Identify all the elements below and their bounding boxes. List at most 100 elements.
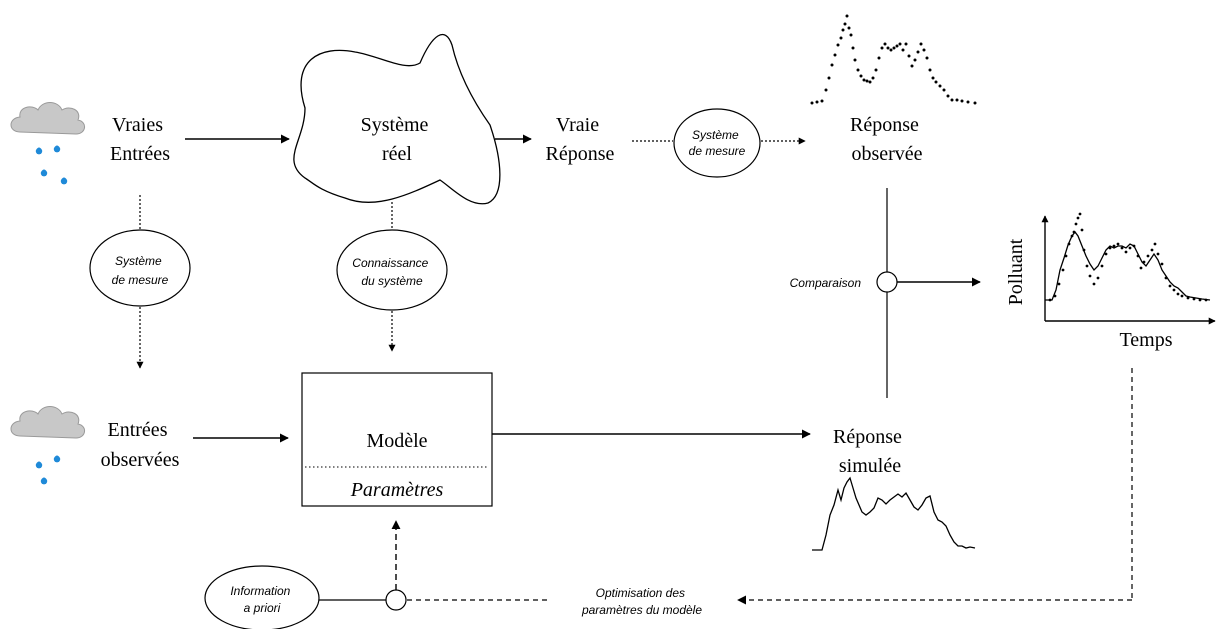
- chart-observed-dot: [1076, 216, 1080, 220]
- system-knowledge-ellipse: Connaissance du système: [336, 229, 448, 311]
- parameters-label: Paramètres: [350, 479, 444, 501]
- observed-curve-dot: [934, 80, 938, 84]
- observed-response-curve: [810, 14, 977, 105]
- observed-curve-dot: [862, 78, 866, 82]
- real-system-label: Système réel: [361, 114, 434, 165]
- chart-observed-dot: [1198, 298, 1202, 302]
- chart-observed-dot: [1146, 254, 1150, 258]
- observed-curve-dot: [824, 88, 828, 92]
- rain-cloud-icon-top: [10, 102, 85, 185]
- chart-observed-dot: [1070, 234, 1074, 238]
- observed-curve-dot: [889, 48, 893, 52]
- prior-information-ellipse: Information a priori: [204, 565, 320, 629]
- observed-curve-dot: [847, 26, 851, 30]
- observed-curve-dot: [942, 88, 946, 92]
- observed-curve-dot: [898, 42, 902, 46]
- chart-observed-dot: [1153, 242, 1157, 246]
- chart-observed-dot: [1112, 244, 1116, 248]
- observed-response-label: Réponse observée: [850, 114, 924, 165]
- measure-system-ellipse-top: Système de mesure: [673, 108, 761, 178]
- chart-observed-dot: [1080, 228, 1084, 232]
- chart-observed-dot: [1128, 246, 1132, 250]
- svg-text:Système de mesure: Système de mesure: [112, 254, 169, 287]
- model-box: Modèle Paramètres: [301, 372, 493, 507]
- observed-inputs-label: Entrées observées: [101, 419, 180, 471]
- observed-curve-dot: [892, 46, 896, 50]
- rain-cloud-icon-bottom: [10, 406, 85, 485]
- comparison-chart: Polluant Temps: [1005, 212, 1216, 351]
- observed-curve-dot: [904, 42, 908, 46]
- observed-curve-dot: [810, 101, 814, 105]
- observed-curve-dot: [836, 43, 840, 47]
- observed-curve-dot: [820, 99, 824, 103]
- chart-y-label: Polluant: [1005, 238, 1027, 305]
- observed-curve-dot: [886, 46, 890, 50]
- observed-curve-dot: [913, 58, 917, 62]
- chart-observed-dot: [1082, 248, 1086, 252]
- optimisation-label: Optimisation des paramètres du modèle: [581, 586, 702, 617]
- observed-curve-dot: [880, 46, 884, 50]
- chart-observed-dot: [1064, 254, 1068, 258]
- observed-curve-dot: [859, 74, 863, 78]
- chart-observed-dot: [1136, 254, 1140, 258]
- observed-curve-dot: [883, 42, 887, 46]
- simulated-series-line: [1045, 230, 1211, 301]
- svg-text:Connaissance du système: Connaissance du système: [352, 256, 431, 288]
- observed-curve-dot: [853, 58, 857, 62]
- chart-observed-dot: [1186, 296, 1190, 300]
- comparison-node: [876, 271, 898, 293]
- chart-observed-dot: [1139, 266, 1143, 270]
- chart-observed-dot: [1176, 292, 1180, 296]
- chart-observed-dot: [1057, 282, 1061, 286]
- observed-curve-dot: [931, 76, 935, 80]
- observed-curve-dot: [856, 68, 860, 72]
- observed-curve-dot: [907, 54, 911, 58]
- chart-observed-dot: [1085, 264, 1089, 268]
- observed-curve-dot: [851, 46, 855, 50]
- observed-curve-dot: [827, 76, 831, 80]
- simulated-response-label: Réponse simulée: [833, 426, 907, 477]
- chart-observed-dot: [1072, 230, 1076, 234]
- svg-text:Système de mesure: Système de mesure: [689, 128, 746, 158]
- prior-merge-node: [385, 589, 407, 611]
- observed-curve-dot: [871, 76, 875, 80]
- chart-observed-dot: [1160, 262, 1164, 266]
- svg-text:Information a priori: Information a priori: [230, 584, 293, 615]
- chart-observed-dot: [1156, 252, 1160, 256]
- observed-curve-dot: [843, 22, 847, 26]
- chart-observed-dot: [1192, 297, 1196, 301]
- connectors: [136, 134, 1133, 605]
- observed-curve-dot: [919, 42, 923, 46]
- measure-system-ellipse-left: Système de mesure: [89, 229, 191, 307]
- observed-curve-dot: [841, 28, 845, 32]
- chart-x-label: Temps: [1119, 329, 1172, 351]
- chart-observed-dot: [1088, 274, 1092, 278]
- observed-curve-dot: [839, 36, 843, 40]
- observed-series-dots: [1048, 212, 1208, 302]
- observed-curve-dot: [833, 53, 837, 57]
- chart-observed-dot: [1104, 252, 1108, 256]
- chart-observed-dot: [1067, 242, 1071, 246]
- observed-curve-dot: [901, 48, 905, 52]
- chart-observed-dot: [1092, 282, 1096, 286]
- observed-curve-dot: [925, 56, 929, 60]
- model-label: Modèle: [366, 430, 427, 452]
- observed-curve-dot: [868, 80, 872, 84]
- observed-curve-dot: [877, 56, 881, 60]
- observed-curve-dot: [849, 33, 853, 37]
- observed-curve-dot: [815, 100, 819, 104]
- simulated-response-curve: [812, 476, 976, 551]
- chart-observed-dot: [1048, 298, 1052, 302]
- chart-observed-dot: [1096, 276, 1100, 280]
- chart-observed-dot: [1132, 244, 1136, 248]
- chart-observed-dot: [1053, 294, 1057, 298]
- observed-curve-dot: [916, 50, 920, 54]
- chart-observed-dot: [1180, 294, 1184, 298]
- observed-curve-dot: [874, 68, 878, 72]
- chart-observed-dot: [1108, 246, 1112, 250]
- chart-observed-dot: [1120, 246, 1124, 250]
- observed-curve-dot: [960, 99, 964, 103]
- chart-observed-dot: [1150, 248, 1154, 252]
- observed-curve-dot: [955, 98, 959, 102]
